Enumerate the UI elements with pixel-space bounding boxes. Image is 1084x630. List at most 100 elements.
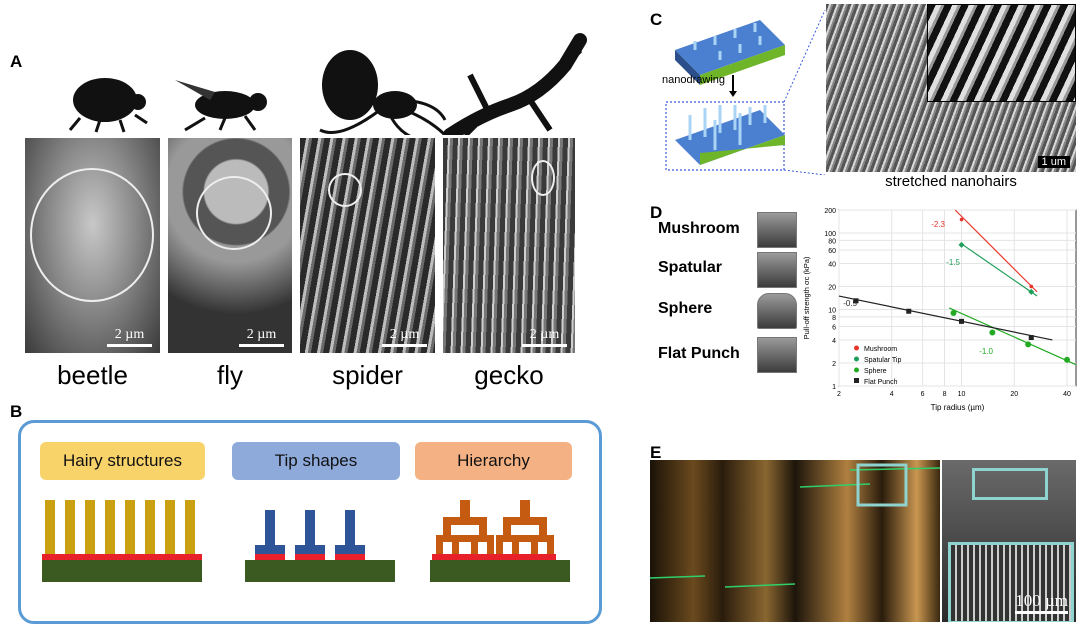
beetle-silhouette-icon	[68, 78, 148, 133]
zoom-box	[972, 468, 1048, 500]
legend-label: Spatular Tip	[864, 357, 901, 364]
y-tick-label: 20	[828, 284, 836, 291]
data-point	[959, 217, 964, 222]
slope-label: -2.3	[931, 220, 945, 229]
sphere-tip-image	[757, 293, 797, 329]
pillar-photo	[649, 460, 941, 622]
zoom-box	[856, 463, 908, 507]
scale-label: 2 µm	[389, 327, 420, 342]
legend-label: Flat Punch	[864, 379, 898, 386]
y-tick-label: 2	[832, 361, 836, 368]
scale-label: 100 µm	[1015, 591, 1068, 610]
scale-bar: 2 µm	[522, 327, 567, 347]
data-point	[1028, 335, 1034, 341]
nanodrawing-schematic: nanodrawing	[662, 9, 826, 175]
data-point	[989, 329, 996, 336]
data-point	[959, 318, 965, 324]
x-tick-label: 20	[1010, 391, 1018, 398]
scale-bar: 100 µm	[1015, 591, 1068, 614]
y-tick-label: 200	[824, 208, 836, 215]
scale-label: 2 µm	[114, 327, 145, 342]
legend-marker	[854, 356, 859, 362]
x-tick-label: 4	[890, 391, 894, 398]
fit-line-flat-punch	[838, 295, 1053, 341]
legend-marker	[854, 345, 859, 351]
scale-bar: 2 µm	[239, 327, 284, 347]
legend-label: Sphere	[864, 368, 887, 375]
data-point	[958, 241, 965, 248]
nanodrawing-label: nanodrawing	[662, 74, 725, 86]
x-tick-label: 6	[921, 391, 925, 398]
legend-marker	[854, 378, 859, 383]
nanohairs-caption: stretched nanohairs	[885, 173, 1017, 190]
tip-shapes-diagram	[245, 510, 395, 582]
pillar-sem-image: 100 µm	[942, 460, 1076, 622]
x-tick-label: 40	[1063, 391, 1071, 398]
data-point	[1029, 284, 1034, 289]
animal-label-fly: fly	[217, 360, 243, 390]
x-axis-label: Tip radius (µm)	[931, 403, 985, 412]
y-tick-label: 4	[832, 338, 836, 345]
scale-label: 2 µm	[246, 327, 277, 342]
y-axis-label: Pull-off strength σc (kPa)	[802, 256, 811, 339]
tag-hairy-structures: Hairy structures	[40, 442, 205, 480]
y-tick-label: 100	[824, 231, 836, 238]
structure-diagrams	[42, 500, 570, 582]
gecko-silhouette-icon	[443, 33, 587, 135]
x-tick-label: 2	[837, 391, 841, 398]
tip-label-sphere: Sphere	[658, 300, 713, 317]
nanohairs-sem-image: 1 um	[826, 4, 1076, 172]
scale-bar: 2 µm	[107, 327, 152, 347]
tip-label-flat-punch: Flat Punch	[658, 345, 740, 362]
data-point	[853, 298, 859, 304]
legend-marker	[854, 367, 859, 373]
fly-sem-image: 2 µm	[168, 138, 292, 353]
pillar-inset	[948, 542, 1074, 622]
fit-line-spatular-tip	[961, 243, 1038, 297]
slope-label: -0.5	[843, 299, 857, 308]
spider-sem-image: 2 µm	[300, 138, 435, 353]
panel-label-a: A	[10, 52, 23, 71]
animal-label-beetle: beetle	[57, 360, 128, 390]
data-point	[1028, 288, 1035, 295]
data-point	[1064, 356, 1071, 363]
animal-label-gecko: gecko	[474, 360, 544, 390]
flat-punch-tip-image	[757, 337, 797, 373]
scale-label: 2 µm	[529, 327, 560, 342]
slope-label: -1.5	[946, 258, 960, 267]
x-tick-label: 10	[958, 391, 966, 398]
y-tick-label: 6	[832, 324, 836, 331]
panel-label-e: E	[650, 443, 662, 462]
panel-label-d: D	[650, 203, 663, 222]
spatular-tip-image	[757, 252, 797, 288]
scale-label: 1 um	[1037, 156, 1070, 168]
y-tick-label: 8	[832, 315, 836, 322]
fit-line-sphere	[948, 307, 1077, 366]
tag-hierarchy: Hierarchy	[415, 442, 572, 480]
legend-label: Mushroom	[864, 346, 897, 353]
panel-label-b: B	[10, 402, 23, 421]
nanohairs-inset	[927, 4, 1076, 102]
tip-label-mushroom: Mushroom	[658, 220, 740, 237]
fit-line-mushroom	[954, 209, 1038, 293]
y-tick-label: 60	[828, 248, 836, 255]
y-tick-label: 40	[828, 261, 836, 268]
scale-bar: 2 µm	[382, 327, 427, 347]
beetle-sem-image: 2 µm	[25, 138, 160, 353]
y-tick-label: 10	[828, 308, 836, 315]
hierarchy-diagram	[430, 500, 570, 582]
tag-tip-shapes: Tip shapes	[232, 442, 400, 480]
fly-silhouette-icon	[175, 80, 267, 132]
spider-silhouette-icon	[319, 50, 447, 135]
hairy-structures-diagram	[42, 500, 202, 582]
gecko-sem-image: 2 µm	[443, 138, 575, 353]
data-point	[906, 308, 912, 314]
slope-label: -1.0	[979, 347, 993, 356]
panel-label-c: C	[650, 10, 663, 29]
design-strategies-box	[18, 420, 602, 624]
y-tick-label: 80	[828, 238, 836, 245]
x-tick-label: 8	[943, 391, 947, 398]
data-point	[1025, 341, 1032, 348]
